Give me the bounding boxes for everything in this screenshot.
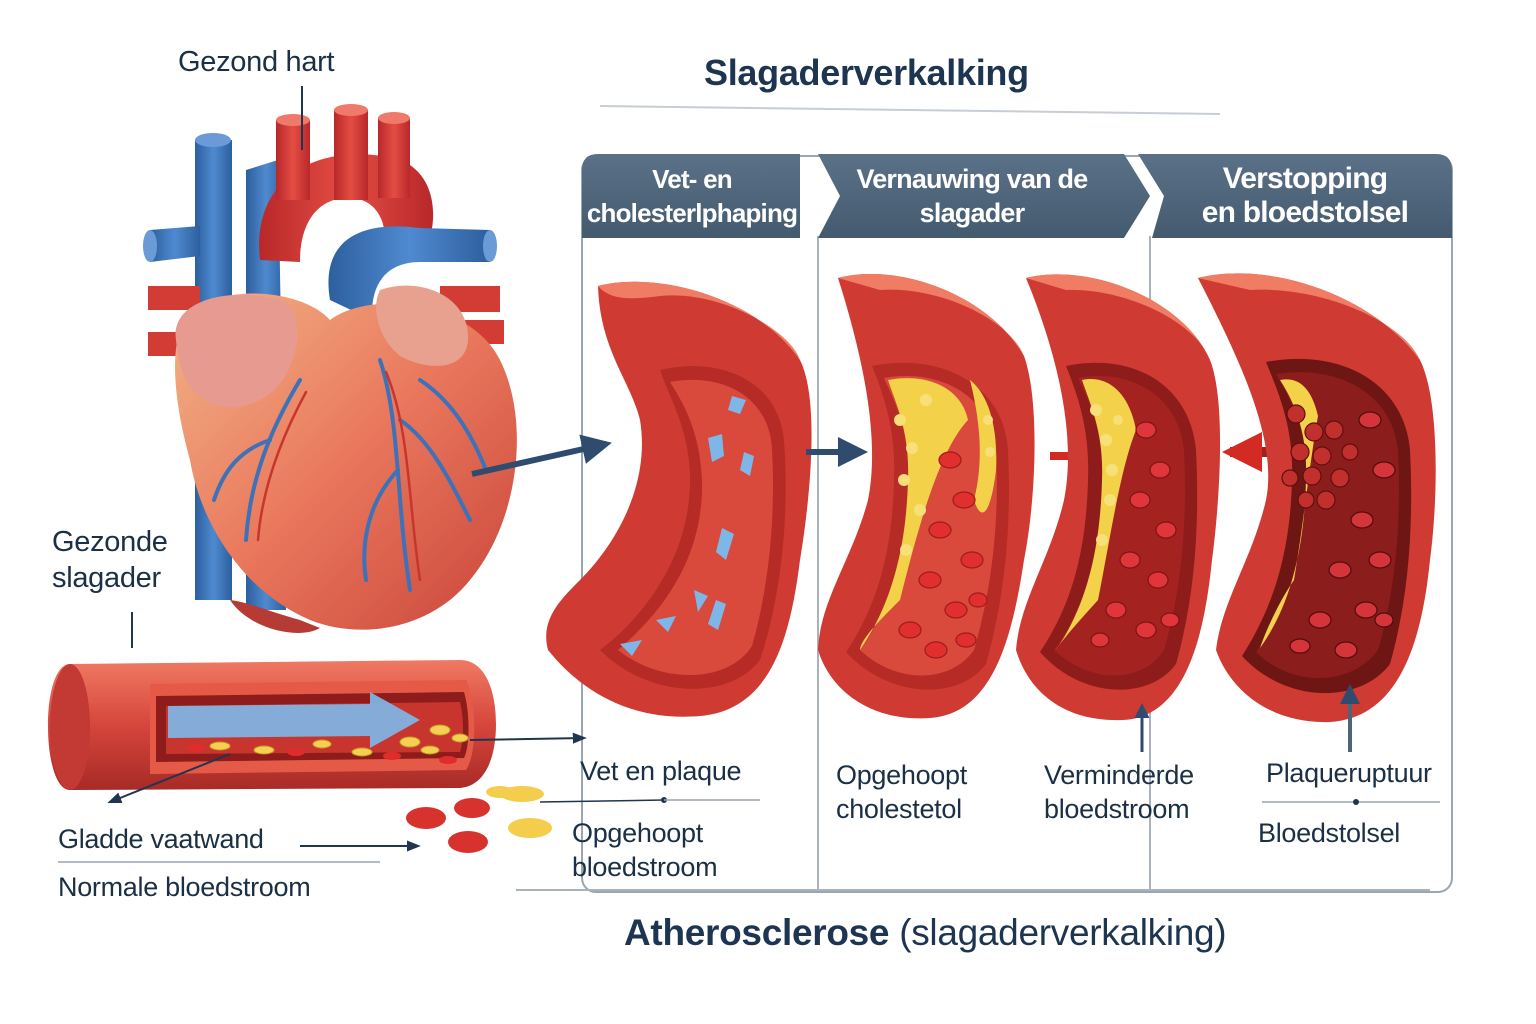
stage1-title: Vet- en cholesterlphaping [582,154,802,238]
stage2-title: Vernauwing van de slagader [822,154,1122,238]
rupture-underline-dot [1353,799,1359,805]
stage3-title-line-2: en bloedstolsel [1201,196,1409,229]
loose-blood-cells [406,786,552,853]
stage1-artery [546,281,812,717]
accumulated-cholesterol-line-1: Opgehoopt [836,760,967,790]
reduced-flow-label: Verminderde bloedstroom [1044,758,1194,826]
stage3-title-line-1: Verstopping [1222,162,1388,195]
stage2-title-line-1: Vernauwing van de [856,164,1089,194]
healthy-artery-label-line-1: Gezonde [52,526,168,558]
accumulated-cholesterol-label: Opgehoopt cholestetol [836,758,967,826]
heart-illustration [143,104,517,633]
reduced-flow-line-1: Verminderde [1044,760,1194,790]
stage1-title-line-1: Vet- en [652,164,732,194]
smooth-wall-label: Gladde vaatwand [58,824,264,854]
stage2-title-line-2: slagader [919,198,1025,228]
stage1-banner [582,154,800,238]
reduced-flow-line-2: bloedstroom [1044,794,1190,824]
heart-to-stage1-arrow [471,434,612,477]
accumulated-flow-label: Opgehoopt bloedstroom [572,816,718,884]
fat-plaque-leader [469,732,587,744]
stage1-title-line-2: cholesterlphaping [586,198,798,228]
accumulated-flow-line-1: Opgehoopt [572,818,703,848]
stage2-banner [818,154,1150,238]
stage2-artery-a [818,274,1035,719]
plaque-rupture-label: Plaqueruptuur [1266,758,1432,788]
stage3-banner [1138,154,1452,238]
footer-title: Atherosclerose (slagaderverkalking) [624,912,1227,954]
normal-flow-label: Normale bloedstroom [58,872,311,902]
stage3-title: Verstopping en bloedstolsel [1160,154,1450,238]
accumulated-flow-line-2: bloedstroom [572,852,718,882]
healthy-artery-label: Gezonde slagader [52,524,168,596]
stage3-artery [1198,273,1436,723]
cells-leader [539,799,665,803]
healthy-artery-tube [48,660,496,790]
accumulated-cholesterol-line-2: cholestetol [836,794,962,824]
smooth-wall-leader [107,753,231,804]
footer-title-bold: Atherosclerose [624,912,890,953]
blood-clot-label: Bloedstolsel [1258,818,1400,848]
fat-plaque-label: Vet en plaque [580,756,742,786]
footer-title-rest: (slagaderverkalking) [899,912,1227,953]
healthy-artery-label-line-2: slagader [52,562,161,594]
heart-label: Gezond hart [178,46,335,78]
title-underline [599,105,1221,115]
stage2-artery-b [1016,274,1221,721]
main-title: Slagaderverkalking [704,52,1029,93]
